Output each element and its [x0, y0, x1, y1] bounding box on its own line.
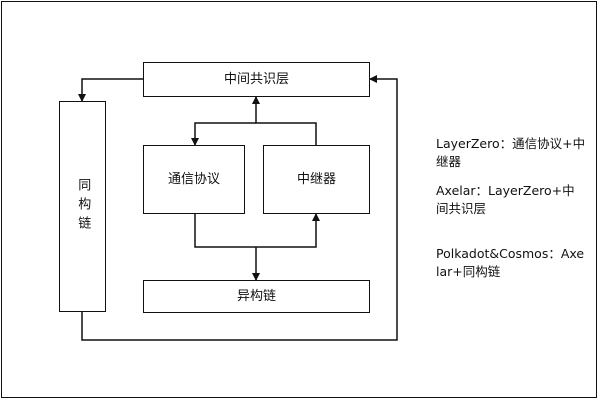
note-axelar: Axelar：LayerZero+中间共识层: [436, 183, 575, 216]
relayer-label: 中继器: [296, 171, 336, 187]
middle-consensus-layer-label: 中间共识层: [223, 71, 289, 87]
middle-consensus-layer-node: 中间共识层: [143, 62, 370, 97]
homogeneous-chain-node: 同构链: [59, 101, 106, 312]
note-layerzero: LayerZero：通信协议+中继器: [436, 136, 586, 169]
edge-middle-to-protocol: [191, 122, 256, 146]
edge-relayer-to-middle: [252, 96, 317, 145]
relayer-node: 中继器: [263, 145, 370, 214]
edge-homo-to-middle: [81, 75, 398, 341]
communication-protocol-node: 通信协议: [143, 145, 245, 214]
heterogeneous-chain-node: 异构链: [143, 280, 370, 313]
edge-middle-to-homo: [78, 78, 143, 102]
communication-protocol-label: 通信协议: [167, 171, 220, 187]
note-polkadot-cosmos: Polkadot&Cosmos：Axelar+同构链: [436, 246, 585, 279]
heterogeneous-chain-label: 异构链: [236, 288, 276, 304]
edge-protocol-to-relayer: [194, 213, 320, 248]
homogeneous-chain-label: 同构链: [75, 178, 91, 235]
